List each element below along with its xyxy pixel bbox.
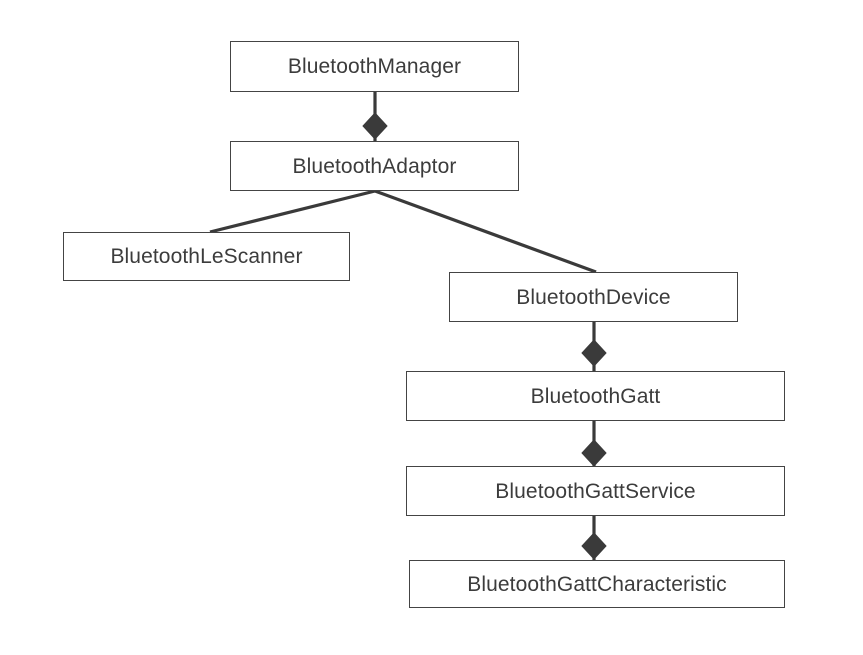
edge-gatt-service: [581, 421, 607, 467]
edge-service-characteristic: [581, 516, 607, 560]
class-node-bluetooth-gatt[interactable]: BluetoothGatt: [406, 371, 785, 421]
class-node-label: BluetoothGatt: [530, 384, 661, 408]
class-node-bluetooth-gatt-characteristic[interactable]: BluetoothGattCharacteristic: [409, 560, 785, 608]
class-node-bluetooth-le-scanner[interactable]: BluetoothLeScanner: [63, 232, 350, 281]
class-node-label: BluetoothLeScanner: [110, 245, 303, 268]
class-node-label: BluetoothGattCharacteristic: [467, 572, 727, 596]
edge-adaptor-device: [374, 189, 597, 274]
class-node-bluetooth-adaptor[interactable]: BluetoothAdaptor: [230, 141, 519, 191]
class-node-bluetooth-device[interactable]: BluetoothDevice: [449, 272, 738, 322]
class-node-label: BluetoothAdaptor: [292, 154, 457, 178]
edge-adaptor-lescanner: [209, 189, 376, 234]
class-node-bluetooth-gatt-service[interactable]: BluetoothGattService: [406, 466, 785, 516]
edge-device-gatt: [581, 322, 607, 371]
class-node-label: BluetoothManager: [287, 55, 462, 78]
class-node-label: BluetoothDevice: [516, 285, 671, 309]
filled-diamond-icon: [581, 339, 607, 367]
class-node-label: BluetoothGattService: [495, 479, 696, 503]
filled-diamond-icon: [581, 439, 607, 467]
edge-manager-adaptor: [362, 92, 388, 141]
filled-diamond-icon: [362, 112, 388, 140]
class-node-bluetooth-manager[interactable]: BluetoothManager: [230, 41, 519, 92]
filled-diamond-icon: [581, 532, 607, 560]
